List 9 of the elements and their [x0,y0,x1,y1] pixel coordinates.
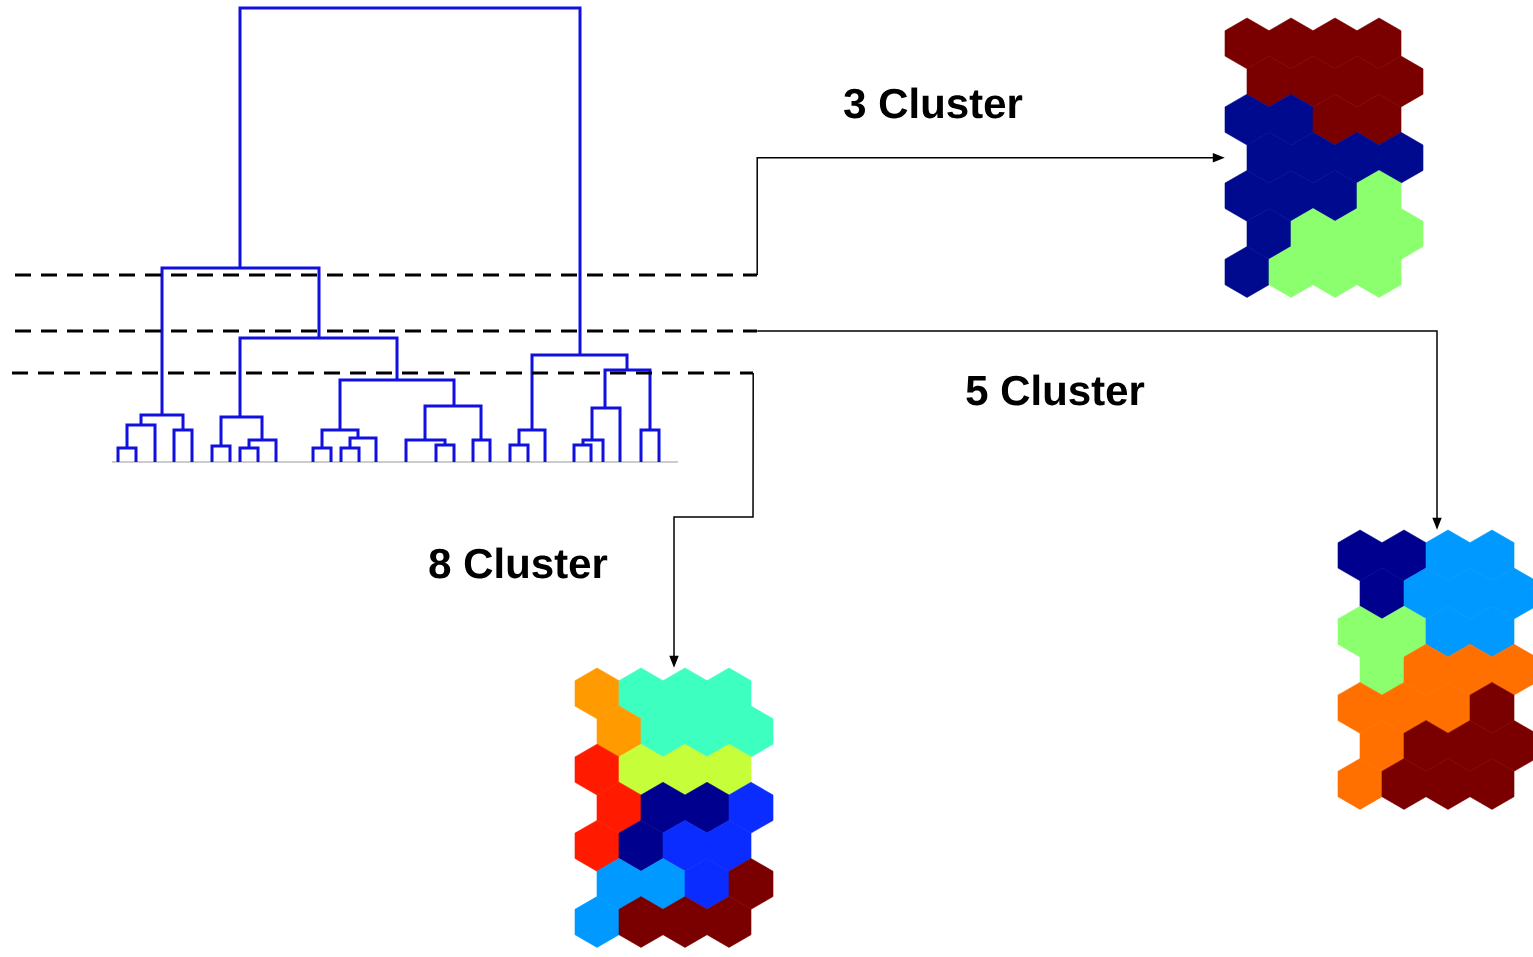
hexagon-map-drawing [574,667,774,948]
cut-line [15,273,757,277]
cut-line [15,329,757,333]
edge-label: 3 Cluster [841,85,1025,121]
hexagon-map-drawing [1337,529,1533,810]
hexagon-map-drawing [1224,17,1424,298]
cut-line [12,371,753,375]
edge-label: 5 Cluster [963,372,1147,408]
edge-label: 8 Cluster [426,545,610,581]
